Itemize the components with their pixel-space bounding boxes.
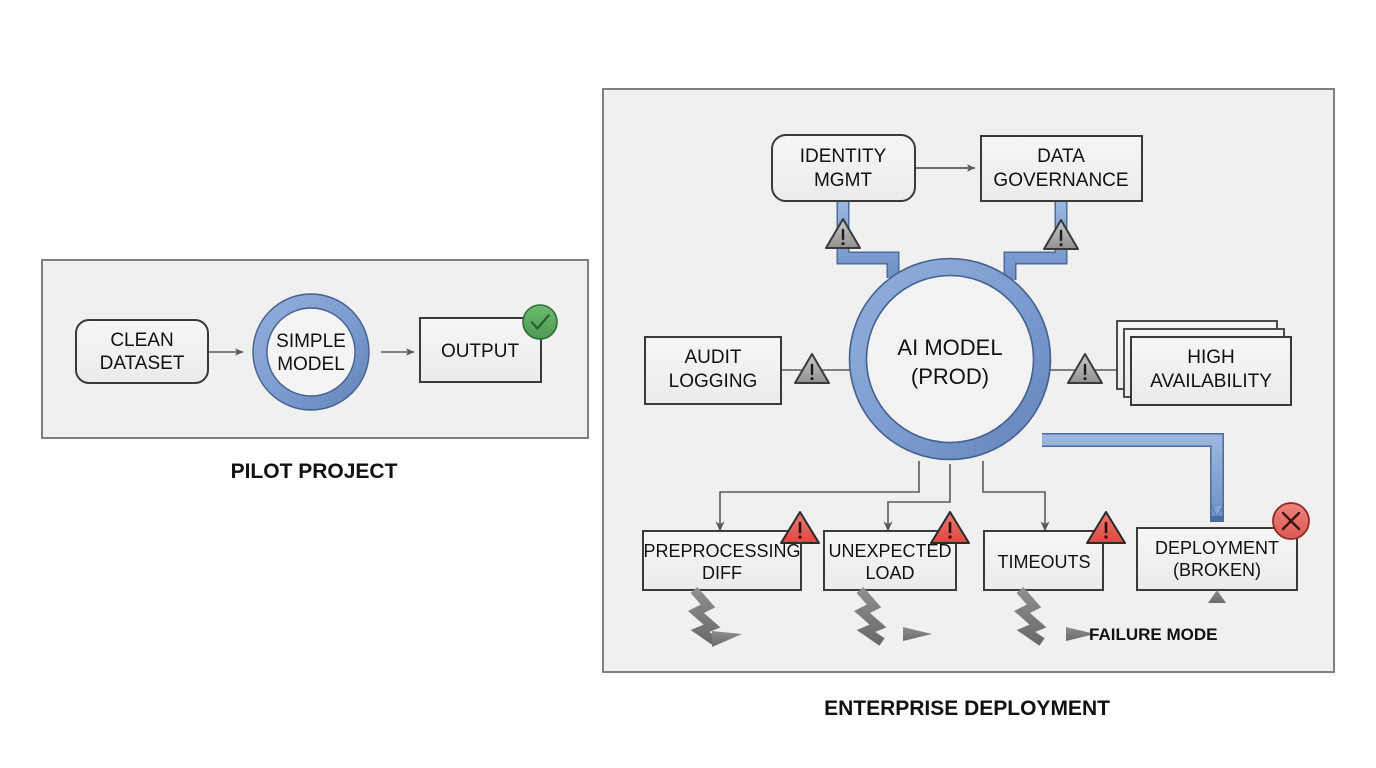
node-high-availability[interactable]: HIGH AVAILABILITY [1116, 320, 1292, 406]
node-data-governance-shape [980, 135, 1143, 202]
warning-gray-icon-governance [1043, 219, 1079, 250]
connector-ai-model-to-timeouts [982, 461, 1050, 532]
connector-ai-model-to-unexpected-load [883, 464, 951, 532]
node-unexpected-load-line-1: UNEXPECTED [828, 541, 951, 561]
warning-red-icon-unexpected-load [930, 511, 970, 544]
node-timeouts-shape [983, 530, 1104, 591]
success-check-icon-circle [522, 304, 558, 340]
node-preprocessing-diff-shape [642, 530, 802, 591]
warning-red-icon-unexpected-load-dot [948, 535, 952, 539]
warning-gray-icon-availability [1067, 353, 1103, 384]
warning-gray-icon-availability-dot [1083, 377, 1087, 381]
node-data-governance[interactable]: DATA GOVERNANCE [980, 135, 1143, 202]
node-unexpected-load-line-2: LOAD [865, 563, 914, 583]
node-simple-model-inner [266, 307, 356, 397]
node-preprocessing-diff-line-1: PREPROCESSING [643, 541, 800, 561]
success-check-icon [522, 304, 558, 340]
node-ai-model-inner [865, 274, 1035, 444]
success-check-icon-glyph [530, 314, 550, 330]
failure-zigzag-1-arrowhead [712, 631, 742, 647]
node-identity-mgmt-shape [771, 134, 916, 202]
node-ai-model-ring [849, 258, 1051, 460]
warning-gray-icon-governance-dot [1059, 243, 1063, 247]
node-identity-mgmt[interactable]: IDENTITY MGMT [771, 134, 916, 202]
failure-mode-label: FAILURE MODE [1089, 625, 1217, 644]
pilot-project-panel: CLEAN DATASET SIMPLE MODEL OUTPUT PILOT … [41, 259, 589, 483]
enterprise-deployment-caption: ENTERPRISE DEPLOYMENT [824, 697, 1110, 720]
error-x-icon [1272, 502, 1310, 540]
node-clean-dataset-line-1: CLEAN [110, 330, 173, 351]
warning-gray-icon-identity [825, 218, 861, 249]
warning-gray-icon-identity-dot [841, 242, 845, 246]
node-simple-model-line-2: MODEL [277, 354, 345, 375]
node-audit-logging-line-2: LOGGING [669, 371, 758, 392]
warning-gray-icon-audit-dot [810, 377, 814, 381]
node-output-label: OUTPUT [441, 341, 520, 362]
node-preprocessing-diff-line-2: DIFF [702, 563, 742, 583]
node-ai-model[interactable]: AI MODEL (PROD) [848, 257, 1052, 461]
node-simple-model[interactable]: SIMPLE MODEL [252, 293, 370, 411]
node-audit-logging[interactable]: AUDIT LOGGING [644, 336, 782, 405]
node-clean-dataset-line-2: DATASET [100, 353, 185, 374]
node-output[interactable]: OUTPUT [419, 317, 542, 383]
failure-chain: FAILURE MODE [687, 587, 1226, 647]
node-clean-dataset[interactable]: CLEAN DATASET [75, 319, 209, 384]
node-clean-dataset-shape [75, 319, 209, 384]
node-high-availability-shape [1130, 336, 1292, 406]
warning-red-icon-preprocessing [780, 511, 820, 544]
node-deployment-broken[interactable]: DEPLOYMENT (BROKEN) [1136, 527, 1298, 591]
node-identity-mgmt-line-1: IDENTITY [800, 146, 887, 167]
failure-zigzag-3 [1013, 587, 1047, 646]
node-timeouts-label: TIMEOUTS [998, 552, 1091, 572]
node-timeouts[interactable]: TIMEOUTS [983, 530, 1104, 591]
error-x-icon-glyph [1281, 511, 1301, 531]
node-simple-model-line-1: SIMPLE [276, 331, 346, 352]
node-identity-mgmt-line-2: MGMT [814, 170, 872, 191]
failure-terminal-arrow-head [1208, 590, 1226, 603]
failure-zigzag-1 [687, 587, 721, 646]
node-deployment-broken-line-2: (BROKEN) [1173, 560, 1261, 580]
enterprise-deployment-panel: IDENTITY MGMT DATA GOVERNANCE AUDIT LOGG… [602, 88, 1335, 720]
pilot-project-caption: PILOT PROJECT [231, 460, 398, 483]
node-data-governance-line-2: GOVERNANCE [993, 170, 1128, 191]
node-simple-model-ring [253, 294, 369, 410]
node-deployment-broken-line-1: DEPLOYMENT [1155, 538, 1279, 558]
warning-red-icon-timeouts-dot [1104, 535, 1108, 539]
warning-red-icon-preprocessing-dot [798, 535, 802, 539]
warning-red-icon-timeouts [1086, 511, 1126, 544]
node-ai-model-line-1: AI MODEL [897, 335, 1002, 360]
node-audit-logging-line-1: AUDIT [685, 347, 742, 368]
node-simple-model-ring-outer-edge [252, 293, 370, 411]
node-preprocessing-diff[interactable]: PREPROCESSING DIFF [642, 530, 802, 591]
node-high-availability-line-1: HIGH [1187, 347, 1235, 368]
node-audit-logging-shape [644, 336, 782, 405]
connector-ai-model-to-deployment [1042, 434, 1217, 516]
failure-straight-2-arrowhead [1066, 627, 1095, 641]
node-data-governance-line-1: DATA [1037, 146, 1085, 167]
node-ai-model-line-2: (PROD) [911, 364, 989, 389]
node-high-availability-line-2: AVAILABILITY [1150, 371, 1272, 392]
connector-ai-model-to-preprocessing-diff [715, 461, 920, 532]
warning-gray-icon-audit [794, 353, 830, 384]
node-ai-model-ring-outer-edge [848, 257, 1052, 461]
node-output-shape [419, 317, 542, 383]
failure-straight-1-arrowhead [903, 627, 932, 641]
failure-zigzag-2 [853, 587, 887, 646]
